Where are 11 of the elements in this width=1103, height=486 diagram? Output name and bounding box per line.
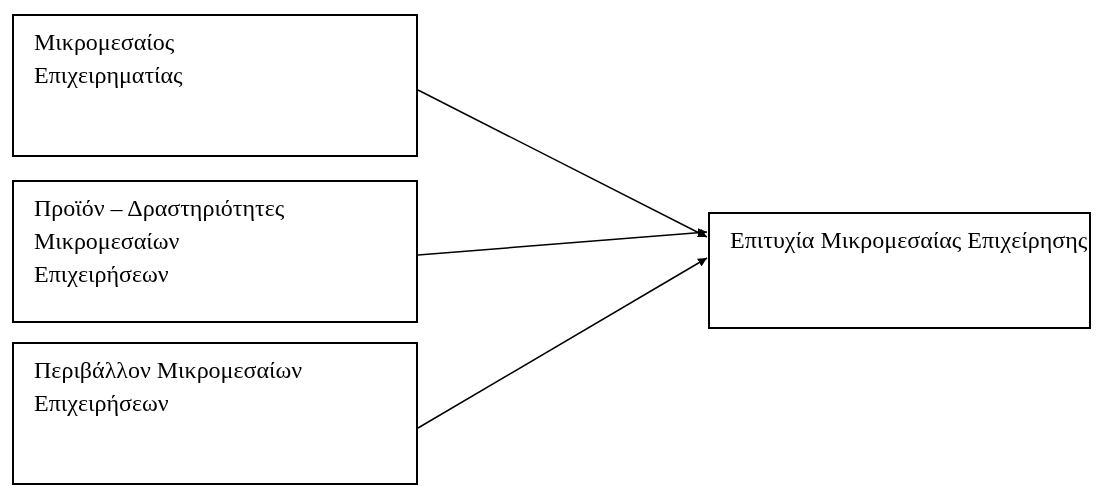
box-label: Περιβάλλον Μικρομεσαίων Επιχειρήσεων — [34, 356, 304, 418]
text-box — [12, 14, 418, 157]
arrow — [417, 257, 708, 429]
arrow — [417, 89, 708, 238]
arrow — [417, 228, 708, 256]
text-box — [12, 342, 418, 485]
box-label: Προϊόν – Δραστηριότητες Μικρομεσαίων Επιχειρήσεων — [34, 194, 286, 289]
box-label: Επιτυχία Μικρομεσαίας Επιχείρησης — [730, 226, 1089, 255]
text-box — [708, 212, 1091, 329]
text-box — [12, 180, 418, 323]
box-label: Μικρομεσαίος Επιχειρηματίας — [34, 28, 184, 90]
